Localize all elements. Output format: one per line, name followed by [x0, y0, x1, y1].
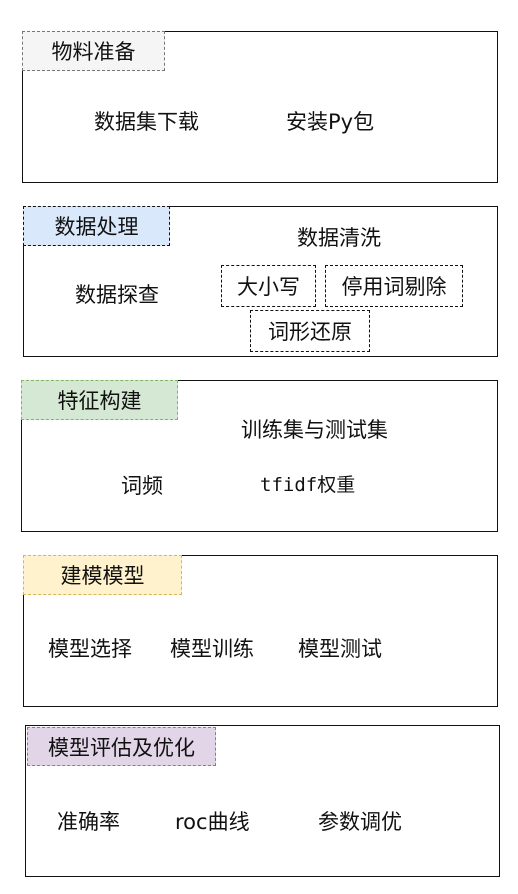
item-model-testing: 模型测试	[298, 637, 382, 661]
stage-title-data-processing: 数据处理	[23, 206, 170, 246]
item-tfidf-weight: tfidf权重	[260, 474, 356, 496]
item-train-test-split: 训练集与测试集	[241, 418, 388, 442]
stage-title-material-prep: 物料准备	[22, 31, 165, 71]
item-term-frequency: 词频	[121, 474, 163, 498]
subitem-lowercase: 大小写	[221, 265, 316, 307]
item-install-py-package: 安装Py包	[286, 110, 375, 134]
item-model-training: 模型训练	[170, 637, 254, 661]
stage-title-feature-building: 特征构建	[21, 380, 178, 420]
stage-title-evaluation-optimization: 模型评估及优化	[27, 727, 216, 766]
item-data-exploration: 数据探查	[75, 283, 159, 307]
item-data-cleaning: 数据清洗	[297, 226, 381, 250]
item-dataset-download: 数据集下载	[94, 110, 199, 134]
item-roc-curve: roc曲线	[175, 810, 250, 834]
item-accuracy: 准确率	[57, 810, 120, 834]
stage-title-modeling: 建模模型	[23, 555, 182, 595]
item-model-selection: 模型选择	[48, 637, 132, 661]
item-parameter-tuning: 参数调优	[318, 810, 402, 834]
subitem-lemmatization: 词形还原	[250, 310, 370, 352]
subitem-stopword-removal: 停用词剔除	[325, 265, 463, 307]
